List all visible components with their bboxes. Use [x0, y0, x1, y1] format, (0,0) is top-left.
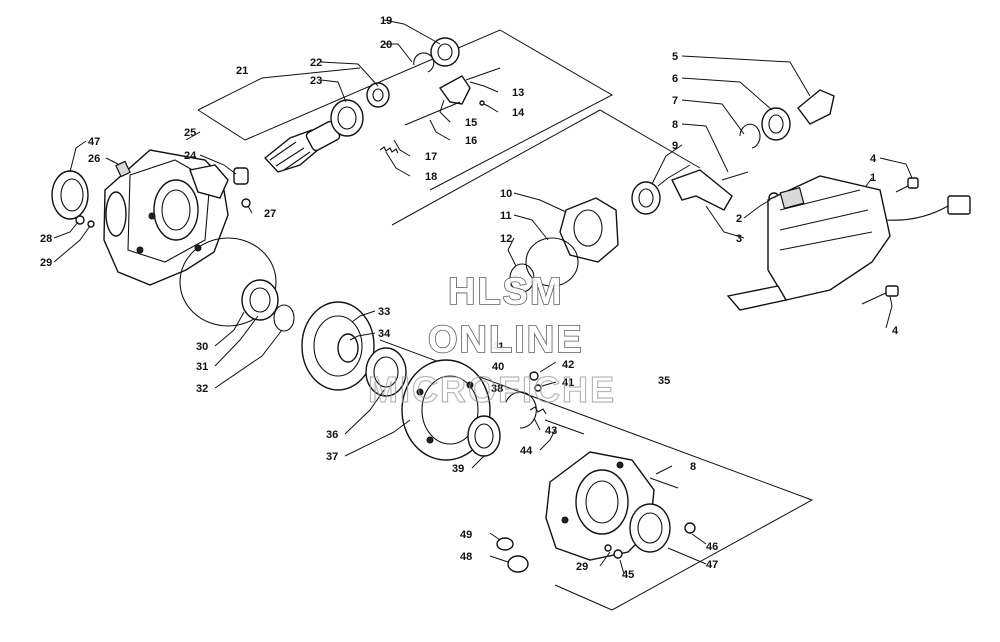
callout-25: 25 — [184, 127, 196, 139]
group-21-bracket-left — [197, 109, 246, 141]
callout-16: 16 — [465, 135, 477, 147]
actuator-assembly — [726, 175, 971, 311]
callout-4-upper: 4 — [870, 153, 877, 165]
callout-3: 3 — [736, 233, 742, 245]
ring-gear-37 — [401, 359, 537, 461]
callout-37: 37 — [326, 451, 338, 463]
callout-44: 44 — [520, 445, 533, 457]
callout-41-upper: 41 — [492, 341, 504, 353]
callout-21: 21 — [236, 65, 248, 77]
callout-39: 39 — [452, 463, 464, 475]
diff-cover — [496, 451, 696, 573]
watermark-line-1: HLSM — [448, 271, 564, 313]
callout-26: 26 — [88, 153, 100, 165]
watermark: HLSM ONLINE MICROFICHE — [367, 270, 616, 410]
callout-38: 38 — [491, 383, 503, 395]
callout-23: 23 — [310, 75, 322, 87]
callout-11: 11 — [500, 210, 512, 222]
callout-2: 2 — [736, 213, 742, 225]
output-group — [509, 89, 835, 293]
callout-47-right: 47 — [706, 559, 718, 571]
callout-24: 24 — [184, 150, 197, 162]
callout-45: 45 — [622, 569, 634, 581]
diff-bearings — [241, 279, 295, 332]
callout-42: 42 — [562, 359, 574, 371]
callout-34: 34 — [378, 328, 391, 340]
group-35-outline-tail — [554, 584, 613, 611]
group-35-outline-bottom — [379, 339, 814, 611]
callout-10: 10 — [500, 188, 512, 200]
callout-7: 7 — [672, 95, 678, 107]
callout-46: 46 — [706, 541, 718, 553]
pinion-group — [263, 37, 501, 173]
gasket-30 — [179, 237, 277, 327]
callout-29-left: 29 — [40, 257, 52, 269]
callout-labels: 1 2 3 4 4 5 6 7 8 8 9 10 11 12 13 14 15 … — [40, 15, 899, 581]
callout-1: 1 — [870, 172, 876, 184]
callout-9: 9 — [672, 140, 678, 152]
callout-12: 12 — [500, 233, 512, 245]
group-35-outline-top — [391, 109, 701, 226]
callout-31: 31 — [196, 361, 208, 373]
callout-41-lower: 41 — [562, 377, 574, 389]
callout-14: 14 — [512, 107, 525, 119]
callout-29-right: 29 — [576, 561, 588, 573]
callout-33: 33 — [378, 306, 390, 318]
callout-47-left: 47 — [88, 136, 100, 148]
ring-gear-assembly — [301, 301, 407, 397]
callout-4-lower: 4 — [892, 325, 899, 337]
callout-36: 36 — [326, 429, 338, 441]
callout-40: 40 — [492, 361, 504, 373]
callout-13: 13 — [512, 87, 524, 99]
callout-15: 15 — [465, 117, 477, 129]
callout-49: 49 — [460, 529, 472, 541]
callout-19: 19 — [380, 15, 392, 27]
callout-30: 30 — [196, 341, 208, 353]
callout-43: 43 — [545, 425, 557, 437]
callout-22: 22 — [310, 57, 322, 69]
callout-8-upper: 8 — [672, 119, 678, 131]
callout-28: 28 — [40, 233, 52, 245]
callout-5: 5 — [672, 51, 678, 63]
callout-18: 18 — [425, 171, 437, 183]
callout-48: 48 — [460, 551, 472, 563]
small-hardware — [529, 371, 585, 435]
callout-32: 32 — [196, 383, 208, 395]
watermark-line-3: MICROFICHE — [368, 369, 616, 410]
callout-17: 17 — [425, 151, 437, 163]
callout-8-lower: 8 — [690, 461, 696, 473]
callout-27: 27 — [264, 208, 276, 220]
callout-6: 6 — [672, 73, 678, 85]
group-21-bracket-top — [197, 67, 361, 111]
front-housing — [51, 149, 251, 286]
callout-20: 20 — [380, 39, 392, 51]
callout-35: 35 — [658, 375, 670, 387]
watermark-line-2: ONLINE — [428, 319, 584, 361]
leader-lines — [53, 19, 913, 575]
